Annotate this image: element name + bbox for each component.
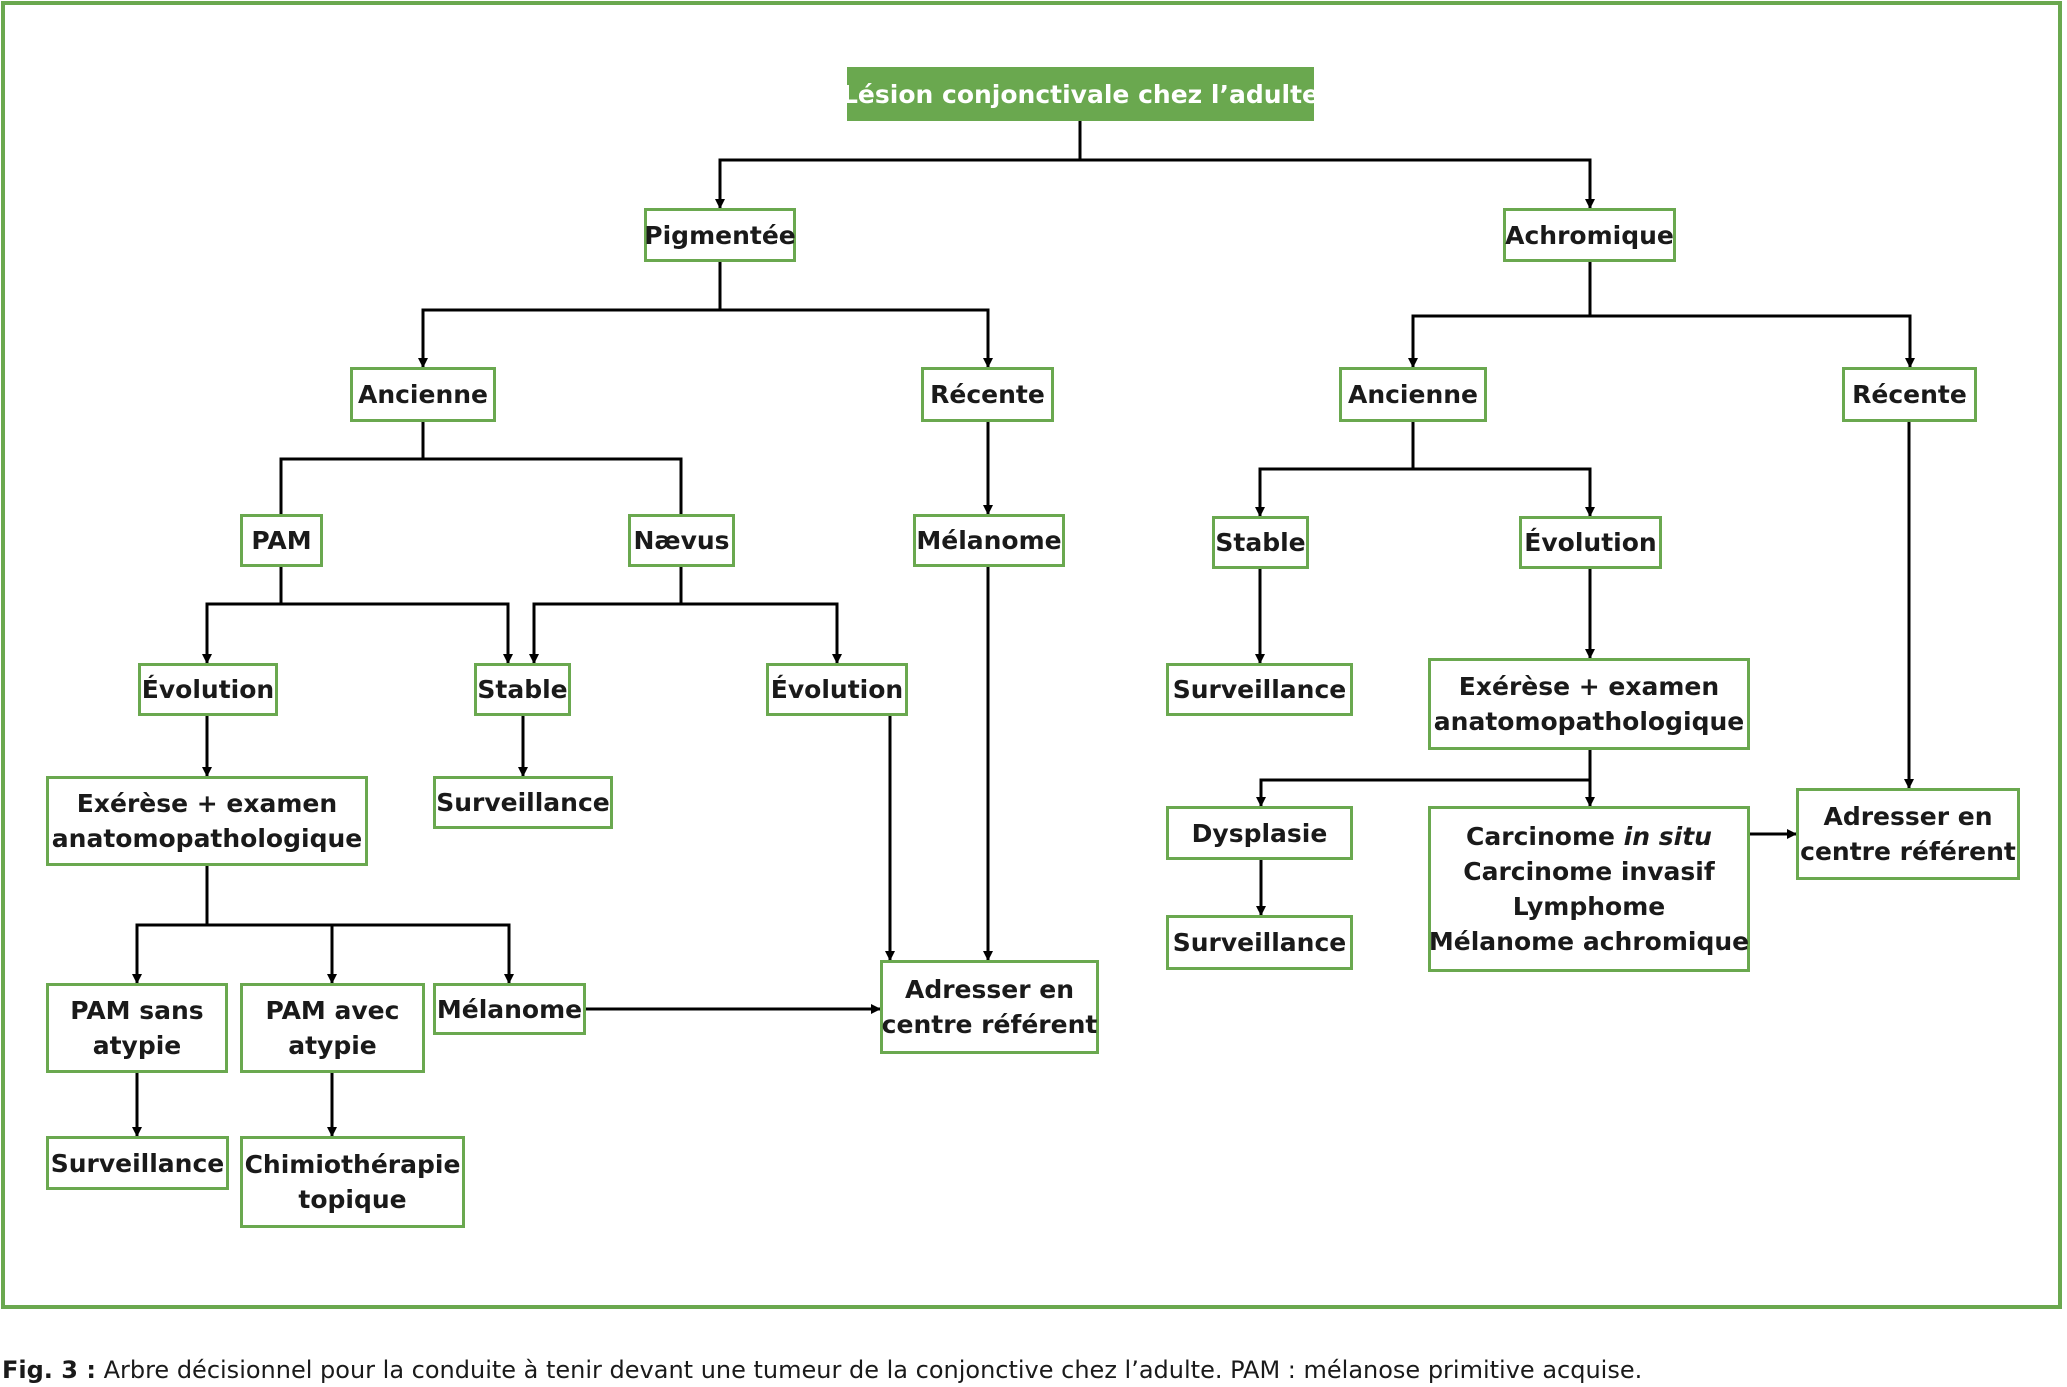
edge-naevus-evolution	[681, 602, 842, 664]
node-line: Carcinome invasif	[1463, 857, 1715, 886]
node-achromique-stable-surveillance: Surveillance	[1166, 663, 1353, 716]
edge-ancienne-pam	[279, 422, 425, 514]
figure-caption: Fig. 3 : Arbre décisionnel pour la condu…	[2, 1356, 1642, 1384]
node-dysplasie-surveillance: Surveillance	[1166, 915, 1353, 970]
node-root: Lésion conjonctivale chez l’adulte	[842, 67, 1319, 121]
node-line: Évolution	[1524, 528, 1657, 557]
node-pam-melanome: Mélanome	[433, 983, 586, 1035]
node-pam-exerese: Exérèse + examen anatomopathologique	[46, 776, 368, 866]
node-achromique-stable: Stable	[1212, 516, 1309, 569]
node-line: Carcinome in situ	[1466, 822, 1712, 851]
node-line: atypie	[288, 1031, 377, 1060]
node-line: Évolution	[141, 675, 275, 704]
node-line: Ancienne	[1347, 380, 1479, 409]
node-naevus: Nævus	[628, 514, 735, 567]
node-achromique-adresser: Adresser en centre référent	[1796, 788, 2020, 880]
node-achromique-recente: Récente	[1842, 367, 1977, 422]
node-pigmentee-stable-surveillance: Surveillance	[433, 776, 613, 829]
edge-ancienne-naevus	[423, 457, 683, 514]
node-achromique: Achromique	[1503, 208, 1676, 262]
node-naevus-evolution: Évolution	[766, 663, 908, 716]
node-chimiotherapie: Chimiothérapie topique	[240, 1136, 465, 1228]
node-line: anatomopathologique	[51, 824, 363, 853]
node-line: Achromique	[1505, 220, 1674, 250]
edge-aexerese-dysplasie	[1256, 750, 1592, 807]
node-line: Lésion conjonctivale chez l’adulte	[842, 79, 1320, 109]
node-line: Surveillance	[436, 788, 610, 817]
edge-pigmentee-recente	[720, 308, 993, 368]
node-line: Stable	[477, 675, 568, 704]
node-line: Surveillance	[50, 1148, 225, 1178]
node-line: Récente	[1852, 380, 1967, 409]
edge-pigmentee-ancienne	[418, 262, 722, 368]
node-line: Lymphome	[1512, 892, 1666, 921]
edge-naevus-stable	[529, 567, 683, 664]
edge-exerese-melanome	[332, 923, 514, 984]
node-pam-sans-atypie: PAM sans atypie	[46, 983, 228, 1073]
node-achromique-exerese: Exérèse + examen anatomopathologique	[1428, 658, 1750, 750]
edge-pam-stable	[281, 602, 513, 664]
edge-root-achromique	[1080, 158, 1595, 209]
node-line: Récente	[930, 380, 1045, 409]
node-pam: PAM	[240, 514, 323, 567]
node-line: PAM avec	[265, 996, 400, 1025]
node-line: Stable	[1215, 528, 1306, 557]
node-line: Exérèse + examen	[76, 789, 338, 818]
node-pigmentee-ancienne: Ancienne	[350, 367, 496, 422]
edge-exerese-avecatypie	[137, 923, 337, 984]
node-pam-avec-atypie: PAM avec atypie	[240, 983, 425, 1073]
node-line: Mélanome	[436, 994, 583, 1024]
node-line: PAM sans	[70, 996, 204, 1025]
node-achromique-ancienne: Ancienne	[1339, 367, 1487, 422]
node-line: Chimiothérapie	[244, 1150, 461, 1179]
node-line: Évolution	[770, 675, 904, 704]
node-pigmentee-recente: Récente	[921, 367, 1054, 422]
edge-aancienne-stable	[1255, 422, 1415, 517]
node-pigmentee: Pigmentée	[644, 208, 796, 262]
node-line: centre référent	[1800, 837, 2016, 866]
node-line: PAM	[251, 526, 312, 555]
node-line: Dysplasie	[1191, 818, 1328, 848]
caption-label: Fig. 3 :	[2, 1356, 96, 1384]
node-line: Surveillance	[1172, 675, 1347, 704]
caption-text: Arbre décisionnel pour la conduite à ten…	[95, 1356, 1643, 1384]
node-pigmentee-melanome: Mélanome	[913, 514, 1065, 567]
edge-achromique-ancienne	[1408, 262, 1592, 368]
node-line: Adresser en	[904, 975, 1075, 1004]
edge-root-pigmentee	[715, 121, 1082, 209]
node-line: Pigmentée	[644, 220, 796, 250]
node-line: Adresser en	[1823, 802, 1993, 831]
node-line: centre référent	[881, 1010, 1098, 1039]
edge-pam-evolution	[202, 567, 283, 664]
node-dysplasie: Dysplasie	[1166, 806, 1353, 860]
edge-aancienne-evolution	[1413, 467, 1595, 517]
node-line: topique	[298, 1185, 407, 1214]
node-line: anatomopathologique	[1433, 707, 1745, 736]
node-line: Mélanome	[916, 526, 1062, 555]
node-line: Surveillance	[1172, 928, 1347, 957]
node-line: Ancienne	[357, 380, 489, 409]
node-line: Mélanome achromique	[1428, 927, 1750, 956]
edge-achromique-recente	[1590, 314, 1915, 368]
node-pigmentee-stable: Stable	[474, 663, 571, 716]
node-pam-evolution: Évolution	[138, 663, 278, 716]
node-pam-sans-surveillance: Surveillance	[46, 1136, 229, 1190]
node-line: Nævus	[633, 526, 730, 555]
node-line: Exérèse + examen	[1458, 672, 1720, 701]
node-line: atypie	[92, 1031, 182, 1060]
figure-frame	[1, 1, 2062, 1309]
node-achromique-evolution: Évolution	[1519, 516, 1662, 569]
node-pigmentee-adresser: Adresser en centre référent	[880, 960, 1099, 1054]
